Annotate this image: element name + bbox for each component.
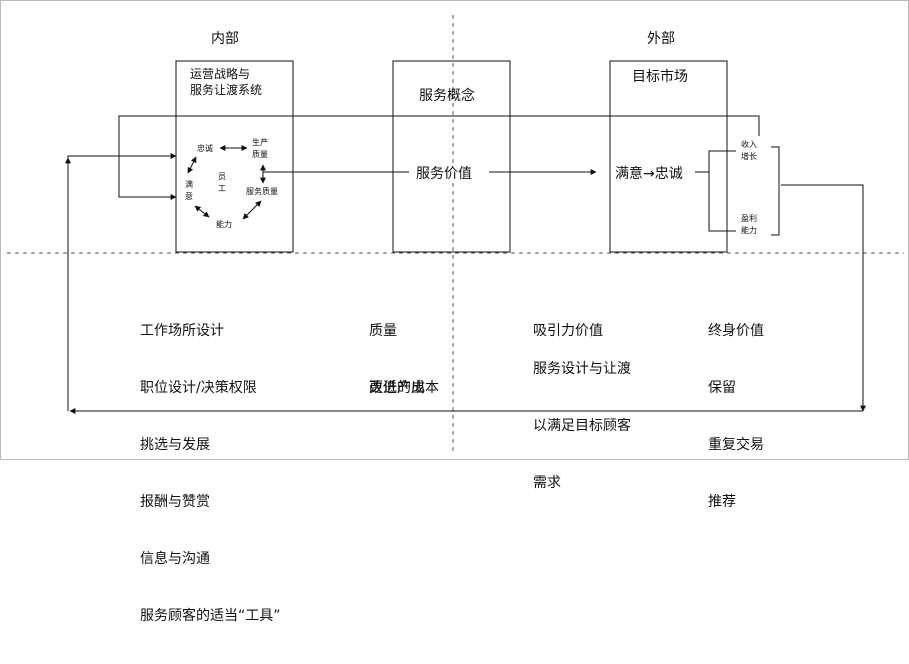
cycle-satisfaction-l2: 意: [185, 192, 193, 201]
profitability-l2: 能力: [741, 226, 757, 235]
profitability-l1: 盈利: [741, 214, 757, 223]
list-item: 吸引力价值: [533, 323, 603, 339]
operations-title-line2: 服务让渡系统: [190, 83, 263, 97]
cycle-loyalty: 忠诚: [197, 144, 213, 153]
target-list-bottom: 服务设计与让渡 以满足目标顾客 需求: [533, 322, 631, 531]
target-title: 目标市场: [632, 69, 688, 85]
list-item: 以满足目标顾客: [533, 418, 631, 434]
concept-list-top: 质量 改进产出: [369, 284, 425, 436]
list-item: 终身价值: [708, 323, 764, 339]
list-item: 重复交易: [708, 437, 764, 453]
outcomes-list: 终身价值 保留 重复交易 推荐: [708, 284, 764, 550]
concept-box: [392, 60, 511, 253]
list-item: 服务设计与让渡: [533, 361, 631, 377]
cycle-arrow-capability-satisfaction: [194, 205, 210, 218]
cycle-satisfaction-l1: 满: [185, 180, 193, 189]
cycle-employee-l1: 员: [218, 172, 226, 181]
top-feedback-line: [118, 115, 760, 200]
list-item: 服务顾客的适当“工具”: [140, 608, 281, 624]
list-item: 更低的成本: [369, 380, 439, 396]
list-item: 改进产出: [369, 380, 425, 396]
cycle-productivity-l2: 质量: [252, 150, 268, 159]
diagram-lines: [7, 15, 904, 451]
list-item: 挑选与发展: [140, 437, 210, 453]
internal-header: 内部: [211, 31, 239, 47]
cycle-productivity-l1: 生产: [252, 138, 268, 147]
satisfaction-loyalty-label: 满意→忠诚: [615, 166, 683, 182]
list-item: 质量: [369, 323, 397, 339]
outcome-bracket-right: [771, 146, 780, 236]
service-value-label: 服务价值: [414, 163, 474, 183]
revenue-growth-l1: 收入: [741, 140, 757, 149]
cycle-service-quality: 服务质量: [246, 187, 278, 196]
list-item: 需求: [533, 475, 561, 491]
external-header: 外部: [647, 31, 675, 47]
list-item: 职位设计/决策权限: [140, 380, 257, 396]
cycle-capability: 能力: [216, 220, 232, 229]
target-list-top: 吸引力价值: [533, 284, 603, 379]
diagram-frame: 内部 外部 运营战略与 服务让渡系统 服务概念 目标市场 忠诚 生产 质量 满 …: [0, 0, 909, 624]
cycle-arrow-quality-capability: [242, 200, 262, 220]
list-item: 报酬与赞赏: [140, 494, 210, 510]
operations-title-line1: 运营战略与: [190, 67, 251, 81]
cycle-arrow-satisfaction-loyalty: [187, 156, 197, 174]
left-loop-line: [67, 153, 177, 411]
cycle-employee-l2: 工: [218, 184, 226, 193]
list-item: 工作场所设计: [140, 323, 224, 339]
list-item: 推荐: [708, 494, 736, 510]
revenue-growth-l2: 增长: [741, 152, 757, 161]
internal-list: 工作场所设计 职位设计/决策权限 挑选与发展 报酬与赞赏 信息与沟通 服务顾客的…: [140, 284, 281, 664]
outcome-bracket: [708, 150, 736, 232]
target-box: [609, 60, 728, 253]
list-item: 信息与沟通: [140, 551, 210, 567]
list-item: 保留: [708, 380, 736, 396]
concept-title: 服务概念: [419, 88, 475, 104]
concept-list-bottom: 更低的成本: [369, 341, 439, 436]
right-loop-line: [781, 184, 866, 412]
